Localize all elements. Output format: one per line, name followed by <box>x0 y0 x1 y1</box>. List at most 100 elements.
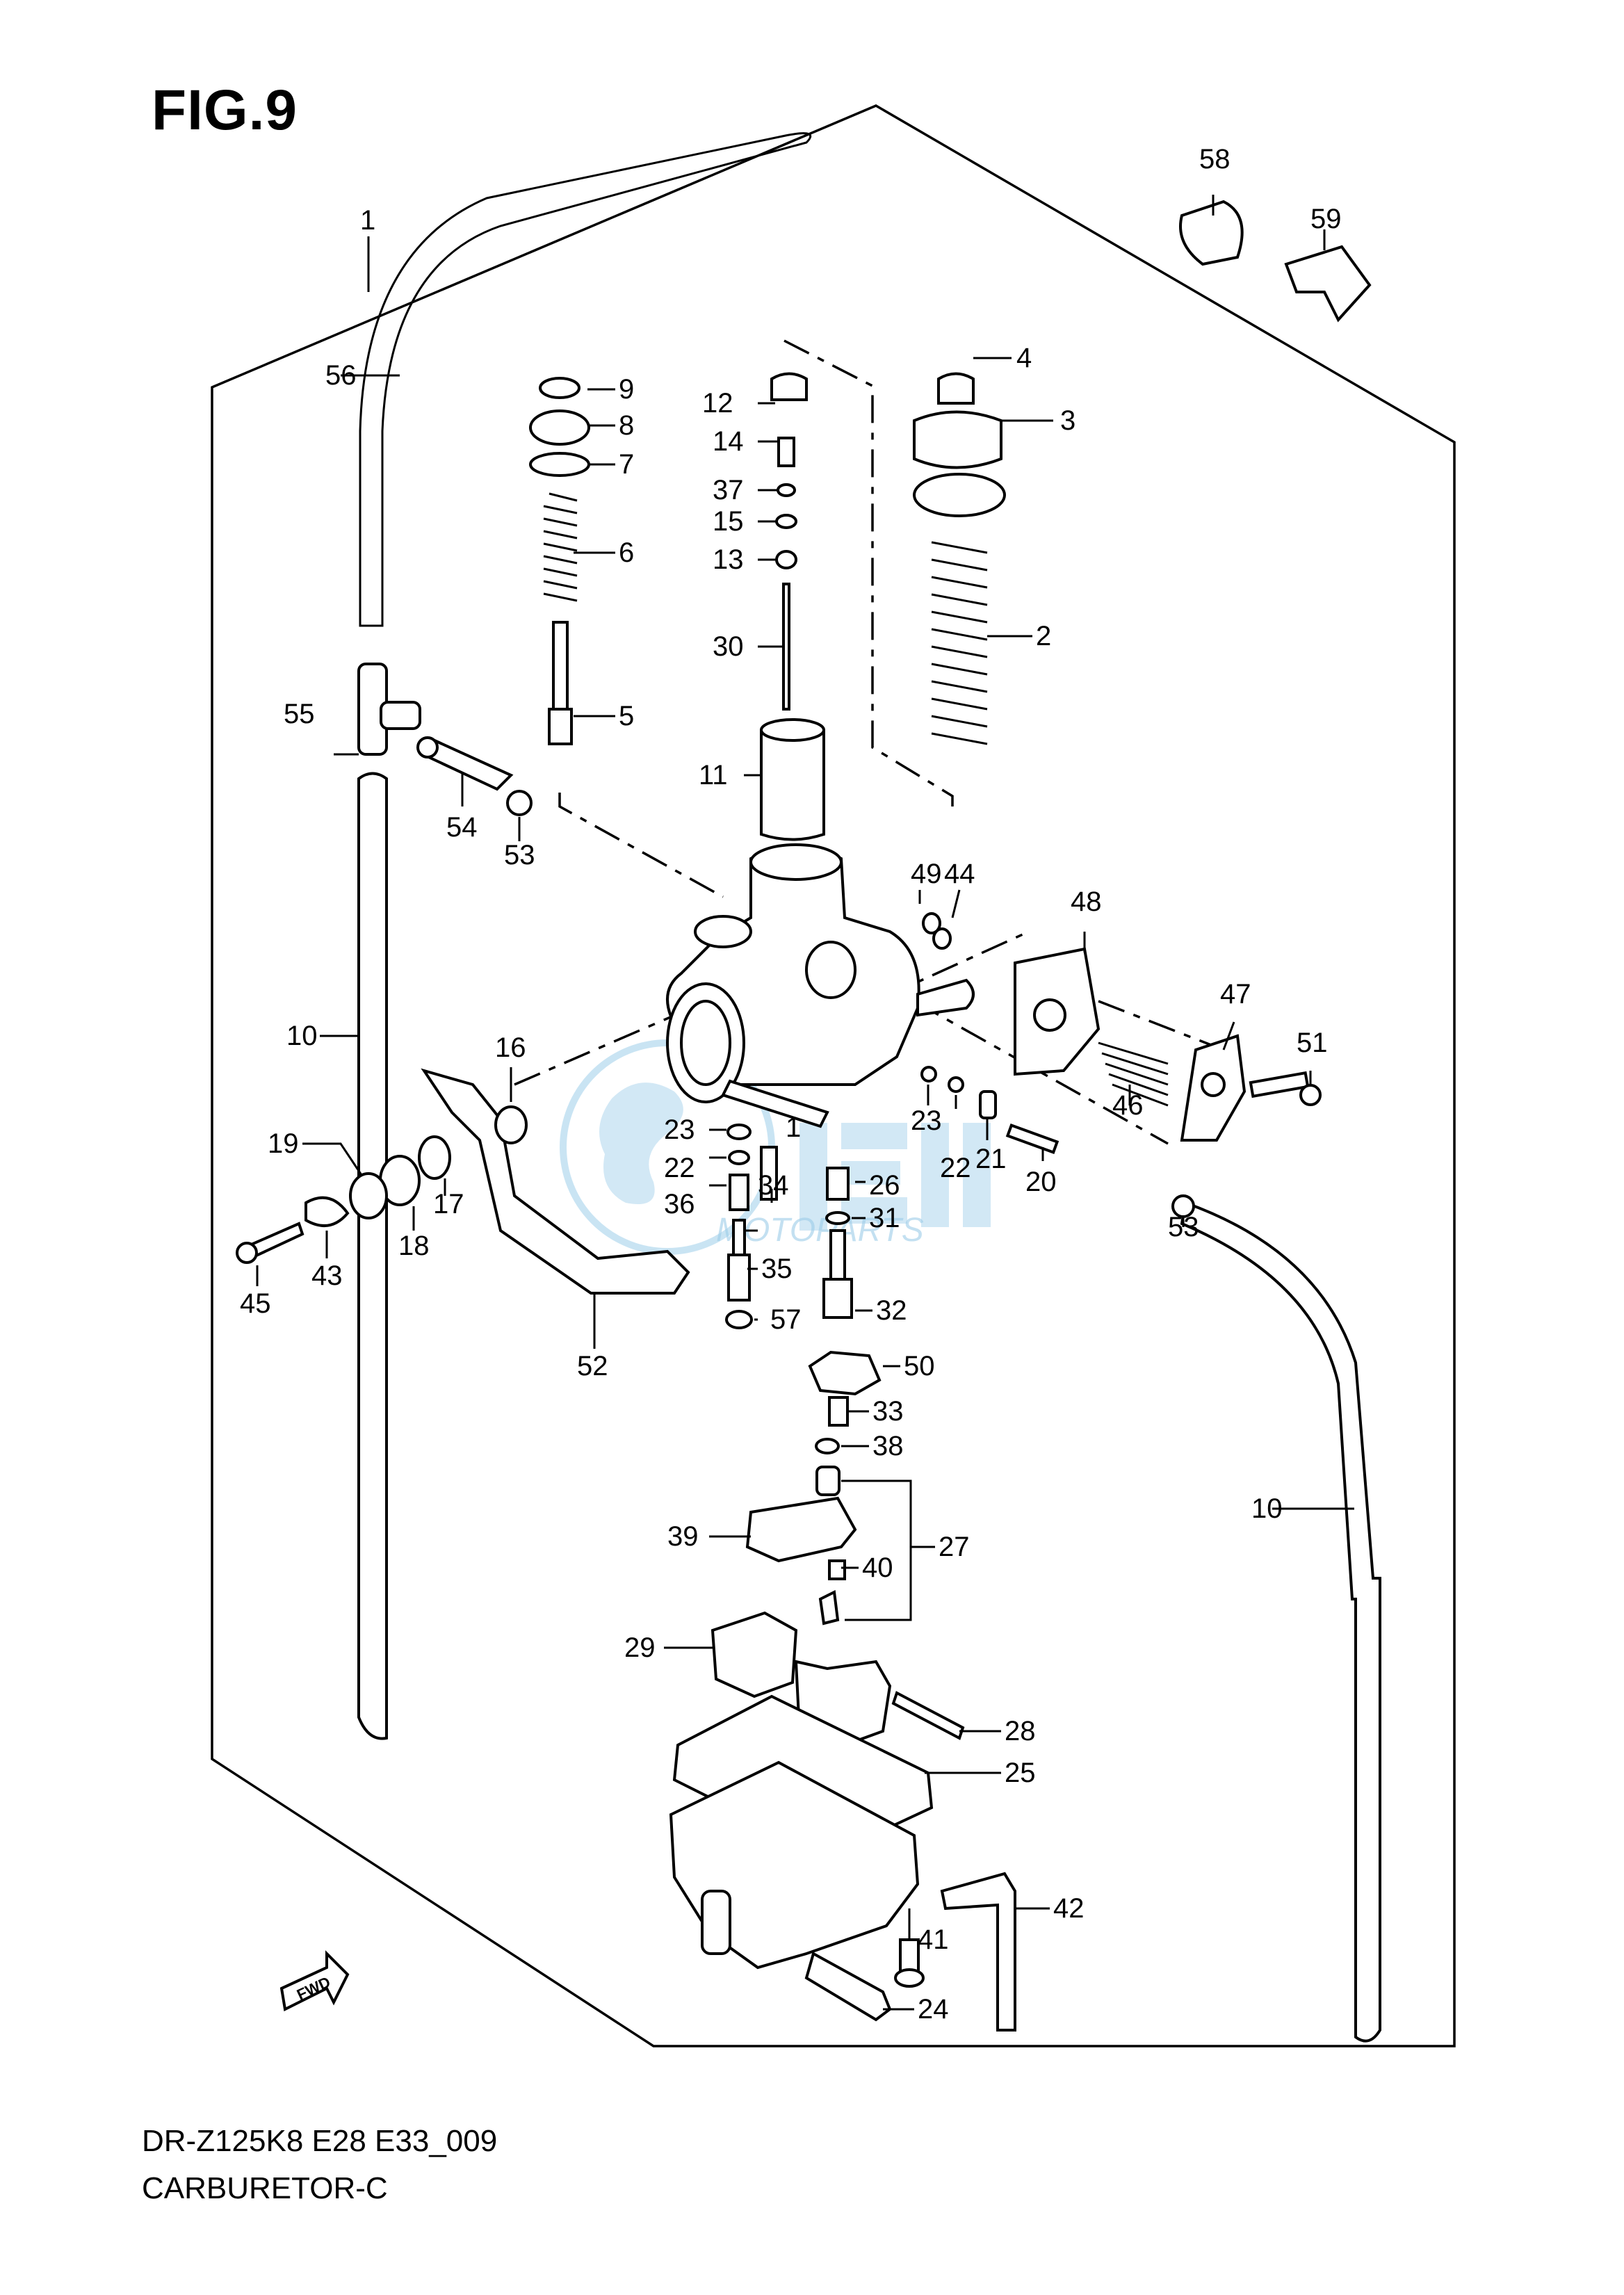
callout-53a: 53 <box>504 840 535 870</box>
hose-54 <box>416 736 514 791</box>
callout-10b: 10 <box>1251 1493 1283 1524</box>
hose-56 <box>359 132 812 627</box>
callout-38: 38 <box>872 1431 904 1461</box>
callout-45: 45 <box>240 1288 271 1319</box>
callout-55: 55 <box>284 699 315 729</box>
callout-6: 6 <box>619 537 634 568</box>
leader-lines <box>256 195 1354 2011</box>
float-pin-28 <box>891 1691 965 1740</box>
float-needle-assembly <box>745 1496 857 1625</box>
callout-11: 11 <box>699 760 728 790</box>
hose-10-right <box>1180 1201 1381 2043</box>
callout-46: 46 <box>1112 1090 1144 1121</box>
callout-42: 42 <box>1053 1893 1085 1924</box>
callout-33: 33 <box>872 1396 904 1427</box>
callout-51: 51 <box>1297 1028 1328 1058</box>
callout-1b: 1 <box>786 1112 801 1143</box>
callout-56: 56 <box>325 360 357 391</box>
fwd-arrow-icon: FWD <box>279 1950 350 2011</box>
callout-8: 8 <box>619 410 634 441</box>
callout-14: 14 <box>713 426 744 457</box>
callout-29: 29 <box>624 1632 656 1663</box>
callout-23a: 23 <box>664 1114 695 1145</box>
callout-5: 5 <box>619 701 634 731</box>
needle-stack <box>770 372 808 711</box>
jet-stack-right <box>808 1167 882 1496</box>
callout-2: 2 <box>1036 621 1051 651</box>
callout-numbers: 1 1 2 3 4 5 6 7 8 9 10 10 11 12 13 14 15… <box>240 144 1342 2025</box>
watermark-globe-land <box>599 1082 683 1204</box>
callout-3: 3 <box>1060 405 1075 436</box>
callout-7: 7 <box>619 449 634 480</box>
centerline-spring <box>1098 1000 1224 1051</box>
callout-49: 49 <box>911 859 942 889</box>
callout-39: 39 <box>667 1521 699 1552</box>
centerline-slide-group <box>783 339 954 806</box>
throttle-slide-11 <box>760 718 825 841</box>
jet-stack-center <box>725 1124 778 1329</box>
callout-54: 54 <box>446 812 478 843</box>
cover-assembly-right <box>920 912 1322 1155</box>
callout-50: 50 <box>904 1351 935 1381</box>
clamp-58 <box>1179 200 1244 266</box>
figure-frame <box>211 104 1456 2047</box>
watermark-letters <box>799 1123 991 1231</box>
clip-53-left <box>506 790 533 816</box>
callout-22a: 22 <box>664 1153 695 1183</box>
callout-22b: 22 <box>940 1153 971 1183</box>
callout-41: 41 <box>918 1924 949 1955</box>
callout-18: 18 <box>398 1231 430 1261</box>
callout-47: 47 <box>1220 979 1251 1009</box>
callout-21: 21 <box>975 1144 1007 1174</box>
callout-12: 12 <box>702 388 733 419</box>
callout-10a: 10 <box>286 1021 318 1051</box>
t-joint-55 <box>357 663 421 756</box>
callout-9: 9 <box>619 374 634 405</box>
callout-16: 16 <box>495 1032 526 1063</box>
callout-34: 34 <box>758 1170 789 1201</box>
drain-tube-42 <box>940 1872 1016 2032</box>
callout-48: 48 <box>1071 886 1102 917</box>
callout-13: 13 <box>713 544 744 575</box>
callout-27: 27 <box>939 1532 970 1562</box>
callout-59: 59 <box>1310 204 1342 234</box>
callout-40: 40 <box>862 1552 893 1583</box>
carburetor-body <box>666 843 975 1128</box>
callout-35: 35 <box>761 1254 793 1284</box>
figure-title: FIG.9 <box>152 79 298 142</box>
watermark: MOTOPARTS <box>560 1039 991 1255</box>
callout-20: 20 <box>1025 1167 1057 1197</box>
plunger-stack-left <box>529 377 590 745</box>
callout-32: 32 <box>876 1295 907 1326</box>
callout-15: 15 <box>713 506 744 537</box>
callout-28: 28 <box>1005 1716 1036 1746</box>
callout-26: 26 <box>869 1170 900 1201</box>
centerline-plunger <box>558 793 724 898</box>
callout-57: 57 <box>770 1304 802 1335</box>
hose-10-left <box>357 772 388 1740</box>
callout-19: 19 <box>268 1128 299 1159</box>
callout-1: 1 <box>360 205 375 236</box>
callout-43: 43 <box>311 1260 343 1291</box>
callout-24: 24 <box>918 1994 949 2025</box>
callout-25: 25 <box>1005 1758 1036 1788</box>
callout-31: 31 <box>869 1203 900 1233</box>
cap-stack-right <box>913 372 1006 745</box>
callout-17: 17 <box>433 1189 464 1219</box>
callout-4: 4 <box>1016 343 1032 373</box>
washer-stack-left <box>236 1105 528 1264</box>
callout-44: 44 <box>944 859 975 889</box>
callout-23b: 23 <box>911 1105 942 1136</box>
callout-53b: 53 <box>1168 1212 1199 1242</box>
callout-58: 58 <box>1199 144 1231 175</box>
clamp-59 <box>1284 245 1372 323</box>
callout-37: 37 <box>713 475 744 505</box>
centerline-outlet <box>914 1000 1169 1145</box>
model-code: DR-Z125K8 E28 E33_009 <box>142 2124 498 2158</box>
callout-30: 30 <box>713 631 744 662</box>
callout-52: 52 <box>577 1351 608 1381</box>
diagram-caption: CARBURETOR-C <box>142 2171 388 2205</box>
callout-36: 36 <box>664 1189 695 1219</box>
